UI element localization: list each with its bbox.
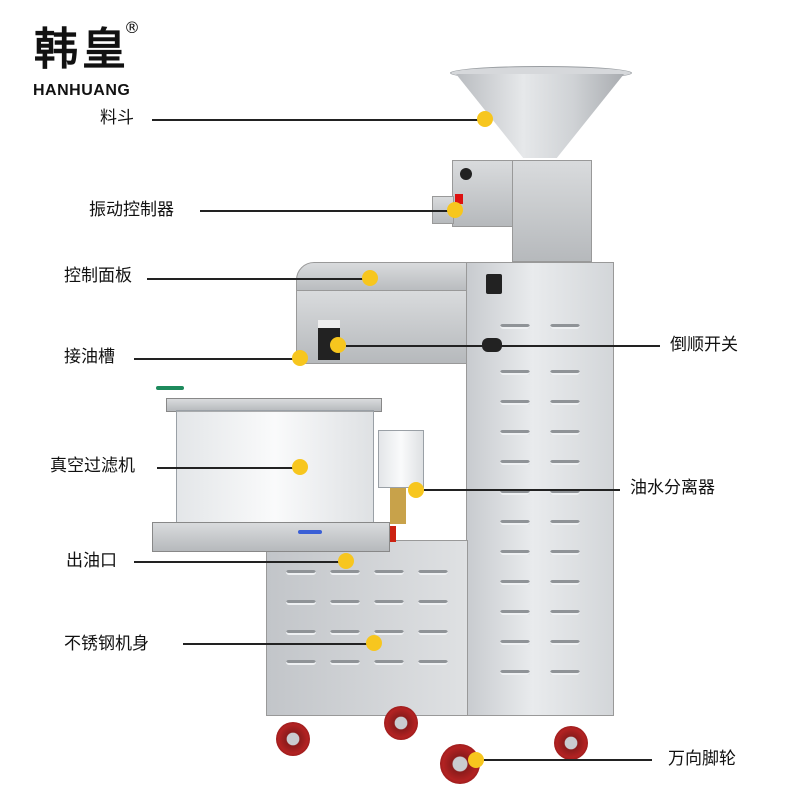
caster-wheel-front-left <box>276 722 310 756</box>
vent <box>500 324 530 329</box>
callout-label-reverse-switch: 倒顺开关 <box>670 335 738 355</box>
vent <box>550 490 580 495</box>
vent <box>374 600 404 605</box>
vent <box>550 610 580 615</box>
vent <box>500 460 530 465</box>
callout-dot-control-panel <box>362 270 378 286</box>
vent <box>500 370 530 375</box>
callout-line-vibration-controller <box>200 210 450 212</box>
vent <box>550 640 580 645</box>
vent <box>500 670 530 675</box>
callout-label-oil-tray: 接油槽 <box>64 347 115 367</box>
vibration-power-switch <box>455 194 463 204</box>
vibration-knob <box>460 168 472 180</box>
vent <box>374 570 404 575</box>
callout-dot-stainless-body <box>366 635 382 651</box>
vent <box>330 660 360 665</box>
callout-label-stainless-body: 不锈钢机身 <box>64 634 149 654</box>
callout-line-stainless-body <box>183 643 369 645</box>
vent <box>550 670 580 675</box>
callout-label-vibration-controller: 振动控制器 <box>89 200 174 220</box>
vent <box>550 460 580 465</box>
vent <box>500 520 530 525</box>
callout-line-oil-water-separator <box>424 489 620 491</box>
vent <box>330 570 360 575</box>
vent <box>286 660 316 665</box>
callout-label-control-panel: 控制面板 <box>64 266 132 286</box>
callout-dot-vacuum-filter <box>292 459 308 475</box>
separator-valve <box>390 488 406 524</box>
callout-label-vacuum-filter: 真空过滤机 <box>50 456 135 476</box>
callout-dot-oil-outlet <box>338 553 354 569</box>
vent <box>374 630 404 635</box>
vent <box>550 520 580 525</box>
vent <box>418 570 448 575</box>
vent <box>286 570 316 575</box>
callout-dot-reverse-switch-panel <box>330 337 346 353</box>
callout-label-caster-wheels: 万向脚轮 <box>668 749 736 769</box>
separator-bowl <box>378 430 424 488</box>
vent <box>550 430 580 435</box>
lower-cabinet <box>266 540 468 716</box>
callout-dot-hopper <box>477 111 493 127</box>
vent <box>550 550 580 555</box>
vent <box>418 600 448 605</box>
vent <box>330 600 360 605</box>
vent <box>500 610 530 615</box>
caster-wheel-back-left <box>384 706 418 740</box>
callout-dot-oil-water-separator <box>408 482 424 498</box>
vent <box>500 580 530 585</box>
filter-valve-handle <box>156 386 184 390</box>
vent <box>286 630 316 635</box>
vent <box>418 630 448 635</box>
callout-dot-caster-wheels <box>468 752 484 768</box>
vent <box>500 400 530 405</box>
separator-red-tap <box>390 526 396 542</box>
vent <box>500 550 530 555</box>
filter-base-tray <box>152 522 390 552</box>
vent <box>550 400 580 405</box>
caster-wheel-back-right <box>554 726 588 760</box>
callout-line-oil-tray <box>134 358 296 360</box>
vent <box>418 660 448 665</box>
callout-label-oil-outlet: 出油口 <box>66 551 117 571</box>
feeder-box <box>512 160 592 262</box>
callout-label-oil-water-separator: 油水分离器 <box>630 478 715 498</box>
callout-dot-oil-tray <box>292 350 308 366</box>
vent <box>500 640 530 645</box>
brand-logo-en: HANHUANG <box>33 82 131 99</box>
vent <box>286 600 316 605</box>
vent <box>550 324 580 329</box>
vent <box>550 580 580 585</box>
vent <box>374 660 404 665</box>
vent <box>500 430 530 435</box>
vent <box>500 490 530 495</box>
registered-mark-icon: ® <box>124 18 140 37</box>
brand-logo-cn: 韩皇 <box>34 24 130 75</box>
power-socket <box>486 274 502 294</box>
vent <box>330 630 360 635</box>
callout-line-hopper <box>152 119 482 121</box>
callout-label-hopper: 料斗 <box>100 108 134 128</box>
callout-line-vacuum-filter <box>157 467 297 469</box>
callout-line-caster-wheels <box>484 759 652 761</box>
callout-line-reverse-switch <box>346 345 660 347</box>
outlet-valve-handle <box>298 530 322 534</box>
callout-line-control-panel <box>147 278 369 280</box>
vent <box>550 370 580 375</box>
callout-line-oil-outlet <box>134 561 340 563</box>
callout-dot-vibration-controller <box>447 202 463 218</box>
